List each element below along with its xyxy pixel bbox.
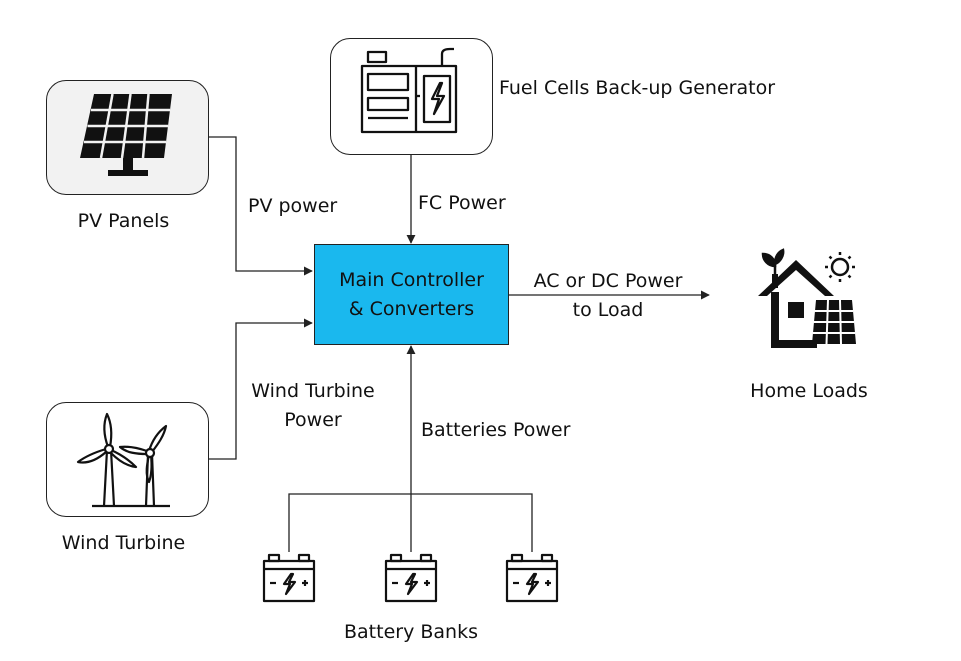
solar-panel-icon	[80, 93, 172, 176]
battery-bus-connector	[288, 493, 533, 552]
controller-label-line2: & Converters	[348, 297, 475, 320]
pv-power-label: PV power	[248, 195, 338, 217]
fuel-cells-box	[330, 38, 493, 155]
batteries-power-label: Batteries Power	[421, 419, 571, 441]
battery-icon	[384, 553, 438, 603]
battery-icon	[262, 553, 316, 603]
pv-power-connector	[209, 136, 313, 276]
wind-power-connector	[209, 318, 313, 460]
wind-turbine-label: Wind Turbine	[61, 532, 186, 554]
home-solar-icon	[758, 248, 856, 348]
fuel-cells-label: Fuel Cells Back-up Generator	[499, 77, 776, 99]
wind-power-label-line1: Wind Turbine	[251, 380, 375, 402]
main-controller-box: Main Controller & Converters	[314, 244, 509, 345]
fc-power-label: FC Power	[418, 192, 506, 214]
controller-label-line1: Main Controller	[339, 268, 484, 291]
generator-icon	[360, 47, 458, 134]
battery-icon	[505, 553, 559, 603]
wind-turbine-icon	[76, 412, 170, 508]
wind-power-label-line2: Power	[284, 409, 342, 431]
pv-panels-label: PV Panels	[77, 210, 170, 232]
load-power-label-line1: AC or DC Power	[533, 270, 683, 292]
load-power-label-line2: to Load	[572, 299, 644, 321]
home-loads-label: Home Loads	[750, 380, 868, 402]
battery-banks-label: Battery Banks	[344, 621, 478, 643]
